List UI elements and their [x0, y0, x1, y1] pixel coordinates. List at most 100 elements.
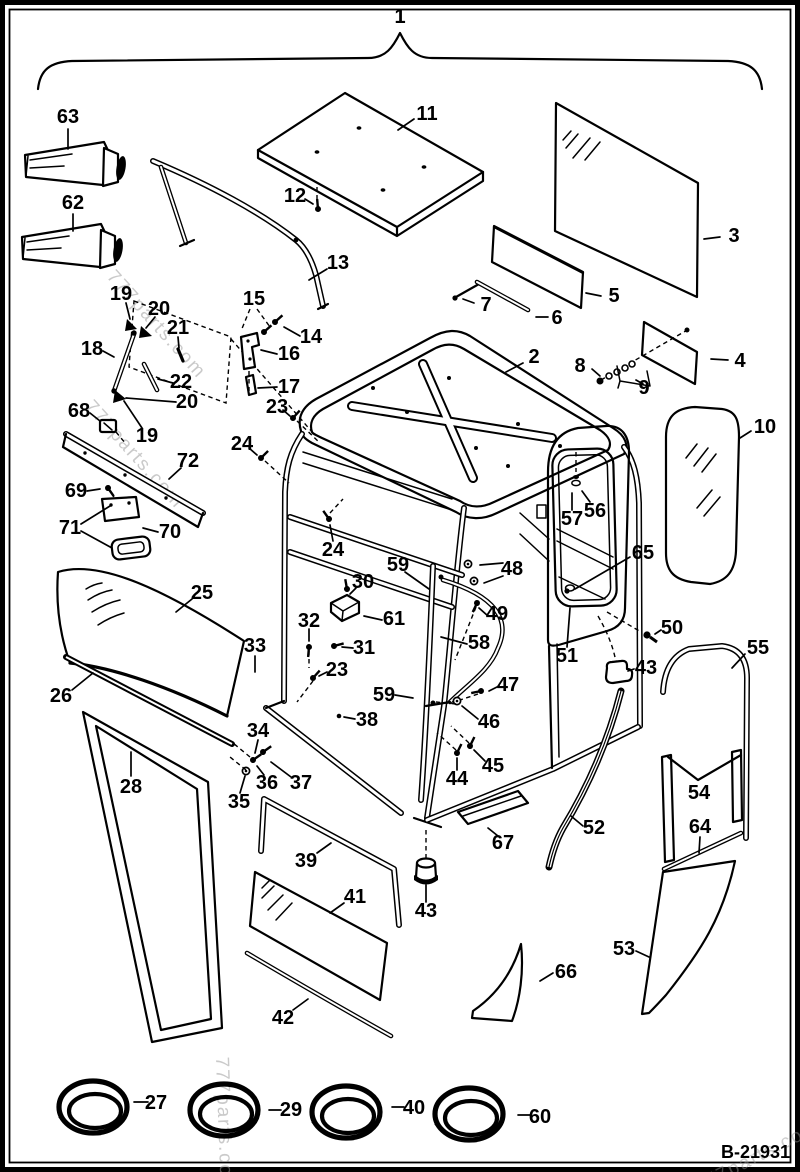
- part-number-20: 20: [148, 298, 170, 320]
- part-number-23: 23: [266, 396, 288, 418]
- part-number-22: 22: [170, 371, 192, 393]
- part-number-10: 10: [754, 416, 776, 438]
- part-number-25: 25: [191, 582, 213, 604]
- glass-41: [248, 870, 389, 1002]
- seal-ring-29: [187, 1081, 261, 1139]
- latch-30: [329, 577, 361, 623]
- part-number-54: 54: [688, 782, 711, 804]
- seal-ring-27: [56, 1078, 130, 1136]
- watermark-text: 777parts.com: [211, 1056, 237, 1172]
- part-number-34: 34: [247, 720, 270, 742]
- part-number-15: 15: [243, 288, 265, 310]
- door-hardware: [435, 452, 581, 759]
- part-number-48: 48: [501, 558, 523, 580]
- part-number-7: 7: [480, 294, 491, 316]
- seal-strip-26: [63, 654, 235, 747]
- part-number-50: 50: [661, 617, 683, 639]
- part-number-39: 39: [295, 850, 317, 872]
- part-number-1: 1: [394, 6, 405, 28]
- part-number-63: 63: [57, 106, 79, 128]
- part-number-61: 61: [383, 608, 405, 630]
- part-number-23: 23: [326, 659, 348, 681]
- part-number-17: 17: [278, 376, 300, 398]
- part-number-11: 11: [416, 103, 437, 125]
- part-number-64: 64: [689, 816, 712, 838]
- part-number-51: 51: [556, 645, 578, 667]
- support-rod-13: [150, 158, 330, 311]
- part-number-62: 62: [62, 192, 84, 214]
- window-frame-28: [81, 710, 224, 1044]
- part-number-18: 18: [81, 338, 103, 360]
- part-number-27: 27: [145, 1092, 167, 1114]
- cab-frame-2: [263, 329, 643, 829]
- part-number-16: 16: [278, 343, 300, 365]
- roof-panel-11: [256, 91, 485, 238]
- part-number-60: 60: [529, 1106, 551, 1128]
- part-number-32: 32: [298, 610, 320, 632]
- part-number-68: 68: [68, 400, 90, 422]
- part-number-24: 24: [322, 539, 345, 561]
- seal-ring-60: [432, 1085, 506, 1143]
- part-number-20: 20: [176, 391, 198, 413]
- part-number-59: 59: [387, 554, 409, 576]
- seal-ring-40: [309, 1083, 383, 1141]
- part-number-21: 21: [167, 317, 189, 339]
- sealant-tube-62: [20, 222, 123, 270]
- part-number-28: 28: [120, 776, 142, 798]
- part-number-49: 49: [486, 603, 508, 625]
- channel-39: [258, 796, 402, 928]
- part-number-43: 43: [635, 657, 657, 679]
- leader-lines: [67, 118, 752, 1116]
- part-number-56: 56: [584, 500, 606, 522]
- glass-5-assembly: [452, 224, 585, 313]
- part-number-58: 58: [468, 632, 490, 654]
- part-number-5: 5: [608, 285, 619, 307]
- part-number-6: 6: [551, 307, 562, 329]
- part-number-35: 35: [228, 791, 250, 813]
- sealant-tube-63: [23, 140, 126, 188]
- part-number-43: 43: [415, 900, 437, 922]
- part-number-44: 44: [446, 768, 469, 790]
- mount-hardware: [229, 187, 346, 776]
- part-number-26: 26: [50, 685, 72, 707]
- part-number-45: 45: [482, 755, 504, 777]
- front-glass-25: [56, 567, 246, 718]
- part-number-69: 69: [65, 480, 87, 502]
- part-number-2: 2: [528, 346, 539, 368]
- part-number-31: 31: [353, 637, 375, 659]
- strip-42: [244, 950, 394, 1039]
- part-number-67: 67: [492, 832, 514, 854]
- rubber-stop-43: [414, 830, 438, 885]
- part-number-13: 13: [327, 252, 349, 274]
- part-number-14: 14: [300, 326, 323, 348]
- part-number-37: 37: [290, 772, 312, 794]
- part-number-72: 72: [177, 450, 199, 472]
- part-number-19: 19: [136, 425, 158, 447]
- part-number-47: 47: [497, 674, 519, 696]
- part-number-3: 3: [728, 225, 739, 247]
- part-number-53: 53: [613, 938, 635, 960]
- part-number-38: 38: [356, 709, 378, 731]
- part-number-41: 41: [344, 886, 366, 908]
- drawing-number: B-21931: [721, 1142, 790, 1162]
- part-number-33: 33: [244, 635, 266, 657]
- corner-bracket-cluster: [239, 308, 321, 484]
- part-number-70: 70: [159, 521, 181, 543]
- wiper-linkage-cluster: [111, 300, 314, 434]
- panel-4-assembly: [596, 320, 699, 392]
- group-brace: [36, 31, 764, 91]
- rear-window-glass-3: [553, 101, 700, 299]
- part-number-46: 46: [478, 711, 500, 733]
- door-guide-58-handle-59: [418, 563, 505, 803]
- part-number-29: 29: [280, 1099, 302, 1121]
- part-number-19: 19: [110, 283, 132, 305]
- part-number-4: 4: [734, 350, 746, 372]
- right-trim-parts: [456, 611, 750, 1023]
- part-number-65: 65: [632, 542, 654, 564]
- part-number-42: 42: [272, 1007, 294, 1029]
- part-number-8: 8: [574, 355, 585, 377]
- part-number-12: 12: [284, 185, 306, 207]
